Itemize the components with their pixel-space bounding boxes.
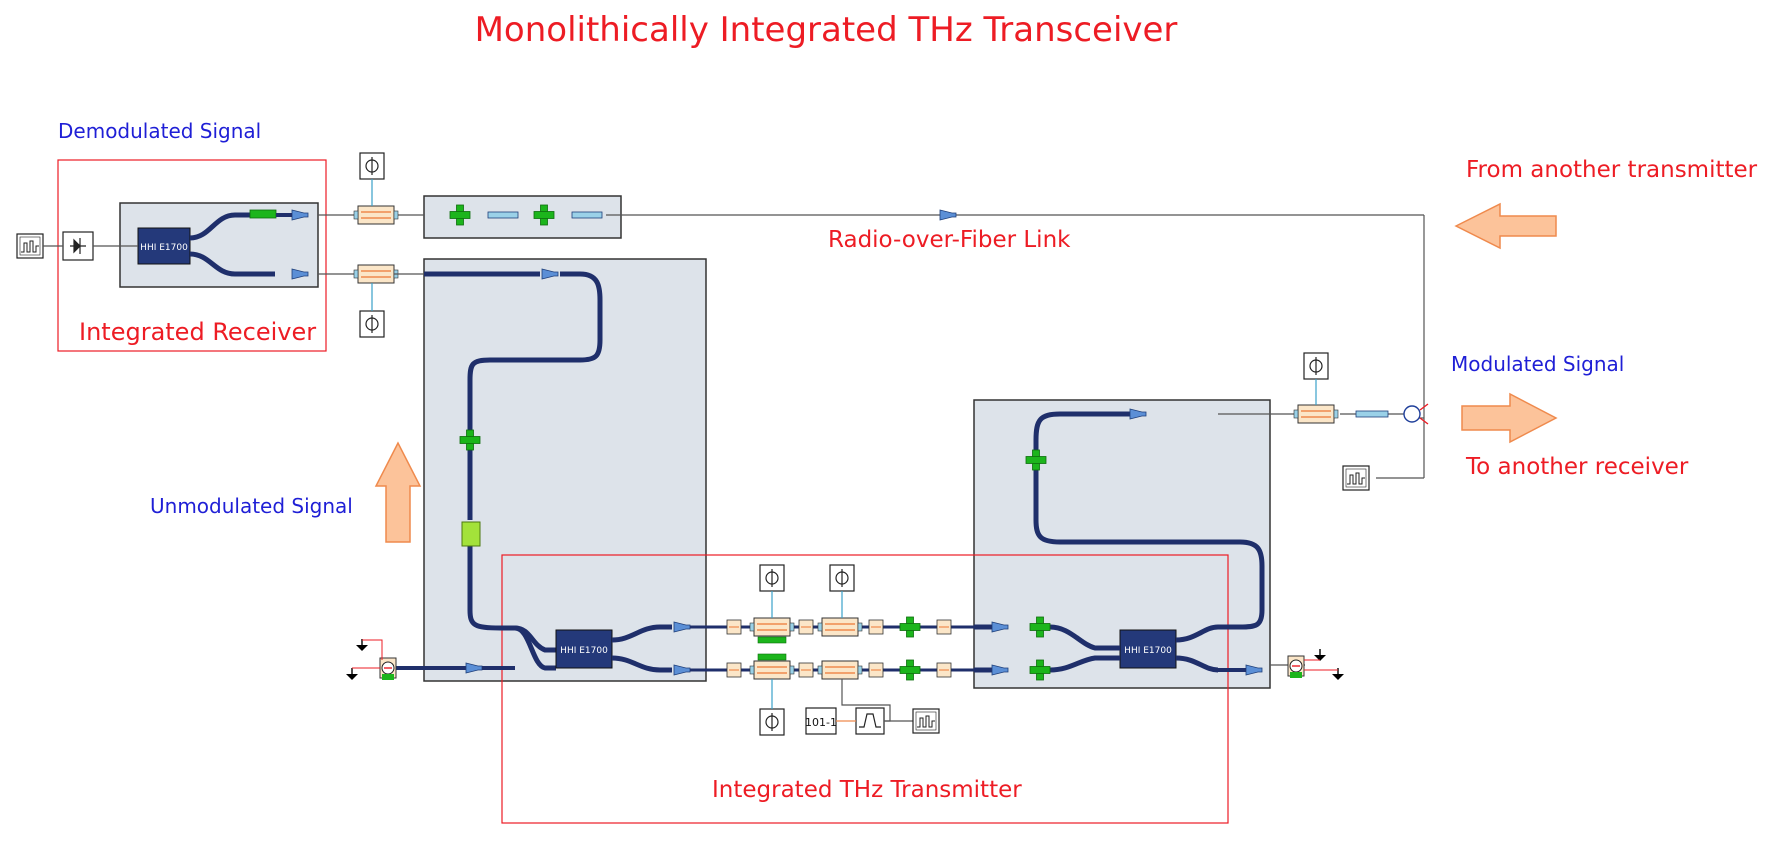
tx-right-waveguides: [1104, 624, 1219, 673]
fiber-link-taper: [939, 209, 957, 221]
unmod-green-block: [461, 521, 481, 547]
label-integrated-receiver: Integrated Receiver: [79, 318, 316, 346]
transmitter-chip-left-label: HHI E1700: [560, 646, 608, 656]
mod-out-analyzer-icon: [1342, 465, 1370, 491]
left-photodiode: [379, 657, 397, 680]
tx-analyzer-icon: [912, 708, 940, 734]
receiver-modulator-bottom: [353, 264, 399, 284]
left-ground-bottom: [345, 667, 359, 681]
arrow-from-transmitter: [1454, 202, 1557, 250]
arrow-to-receiver: [1461, 392, 1558, 444]
receiver-source-top: [359, 152, 385, 180]
bit-sequence-source: 101-1: [805, 707, 837, 735]
mod-panel-waveguide: [974, 411, 1265, 673]
tx-source-top-2: [829, 564, 855, 592]
right-ground-top: [1313, 648, 1327, 662]
tx-green-bar-bottom: [757, 653, 787, 661]
arrow-unmodulated-up: [374, 441, 422, 543]
receiver-analyzer-icon: [16, 233, 44, 259]
pulse-shaper: [855, 707, 885, 735]
bit-sequence-label: 101-1: [805, 716, 837, 729]
receiver-waveguides: [189, 212, 275, 277]
tx-green-bar-top: [757, 636, 787, 644]
receiver-modulator-top: [353, 205, 399, 225]
transmitter-chip-right-label: HHI E1700: [1124, 646, 1172, 656]
photodiode-symbol: [62, 231, 94, 261]
mod-out-modulator: [1293, 404, 1339, 424]
tx-source-bottom: [759, 708, 785, 736]
mod-out-source: [1303, 352, 1329, 380]
label-integrated-thz-transmitter: Integrated THz Transmitter: [712, 777, 1022, 803]
receiver-chip-label: HHI E1700: [140, 243, 188, 253]
label-demodulated-signal: Demodulated Signal: [58, 119, 261, 143]
unmodulated-panel: [423, 258, 707, 682]
integrated-receiver-box: [57, 159, 327, 352]
integrated-transmitter-box: [501, 554, 1229, 824]
tx-left-waveguides: [611, 624, 672, 673]
tx-middle-components: [726, 616, 952, 681]
label-modulated-signal: Modulated Signal: [1451, 352, 1624, 376]
fiber-panel-contents: [449, 204, 603, 226]
unmodulated-waveguide: [424, 271, 603, 671]
label-unmodulated-signal: Unmodulated Signal: [150, 494, 353, 518]
tx-source-top-1: [759, 564, 785, 592]
diagram-title: Monolithically Integrated THz Transceive…: [475, 10, 1178, 50]
receiver-green-segment: [249, 209, 277, 219]
transmitter-chip-left: HHI E1700: [555, 629, 613, 669]
left-ground-top: [355, 638, 369, 652]
label-to-another-receiver: To another receiver: [1465, 454, 1689, 480]
label-from-another-transmitter: From another transmitter: [1466, 157, 1758, 183]
circulator-symbol: [1403, 403, 1429, 425]
mod-out-waveguide: [1355, 410, 1389, 418]
transmitter-chip-right: HHI E1700: [1119, 629, 1177, 669]
right-photodiode: [1287, 655, 1305, 678]
receiver-source-bottom: [359, 310, 385, 338]
receiver-chip: HHI E1700: [137, 227, 191, 265]
label-radio-over-fiber: Radio-over-Fiber Link: [828, 227, 1071, 253]
